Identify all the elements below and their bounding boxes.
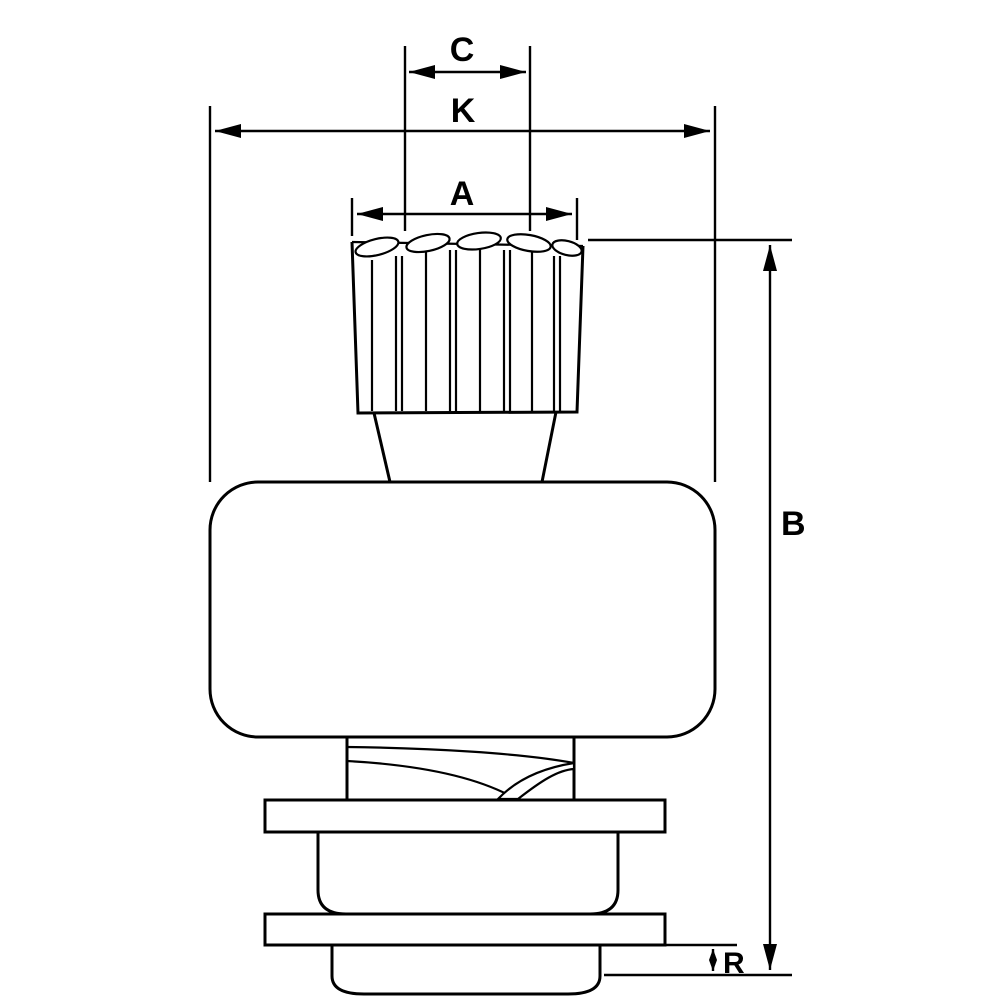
- spline-groove-line: [346, 759, 517, 800]
- helical-spline-shaft: [345, 737, 576, 801]
- collar: [316, 830, 620, 916]
- spline-shaft-sides: [345, 737, 576, 800]
- tooth-tip: [354, 236, 400, 258]
- dimension-b-extension-lines: [588, 238, 792, 977]
- dimension-b-label: B: [781, 505, 806, 543]
- dimension-c-extension-lines: [403, 46, 532, 231]
- spline-groove-line: [346, 745, 575, 765]
- collar-outline: [316, 830, 620, 916]
- lower-flange-outline: [263, 912, 667, 947]
- dimension-a-extension-lines: [350, 198, 579, 240]
- dimension-a: A: [350, 175, 579, 240]
- dimension-k: K: [208, 92, 717, 482]
- dimension-a-label: A: [450, 175, 475, 213]
- tooth-tip: [456, 231, 502, 251]
- dimension-k-label: K: [451, 92, 476, 130]
- tooth-tip: [506, 233, 552, 253]
- upper-flange: [263, 798, 667, 834]
- dimension-c-label: C: [450, 31, 475, 69]
- pinion-gear: [350, 231, 585, 415]
- dimension-r-label: R: [723, 947, 745, 980]
- dimension-r: R: [665, 943, 745, 980]
- shaft-end-outline: [330, 943, 602, 996]
- dimension-c: C: [403, 31, 532, 231]
- tooth-tip: [551, 239, 583, 257]
- drive-body-outline: [208, 480, 717, 739]
- lower-flange: [263, 912, 667, 947]
- upper-flange-outline: [263, 798, 667, 834]
- neck-taper: [372, 411, 558, 483]
- drive-body: [208, 480, 717, 739]
- shaft-end: [330, 943, 602, 996]
- spline-groove-end: [495, 761, 576, 801]
- neck-lines: [372, 411, 558, 483]
- dimension-k-extension-lines: [208, 106, 717, 482]
- gear-outline: [350, 241, 585, 415]
- dimension-b: B: [588, 238, 806, 977]
- tooth-tip: [405, 232, 451, 254]
- gear-teeth-lines: [370, 249, 562, 411]
